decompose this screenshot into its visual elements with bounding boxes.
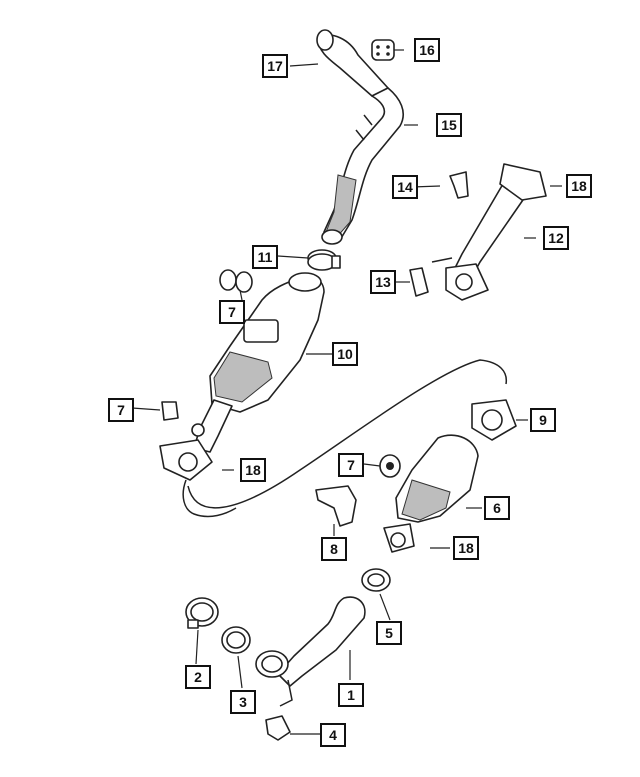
isolator-part-7-left <box>161 401 179 421</box>
isolator-part-7-top <box>219 269 253 293</box>
front-pipe-part-12 <box>431 163 547 301</box>
callout-1: 1 <box>338 683 364 707</box>
callout-4: 4 <box>320 723 346 747</box>
clamp-part-2 <box>185 597 219 629</box>
callout-5: 5 <box>376 621 402 645</box>
callout-10: 10 <box>332 342 358 366</box>
bracket-part-4 <box>265 715 291 741</box>
assembly-outline-left <box>182 479 237 518</box>
isolator-part-7-right <box>379 454 401 478</box>
gasket-part-5 <box>361 568 391 592</box>
callout-14: 14 <box>392 175 418 199</box>
intermediate-pipe-part-15 <box>321 87 404 245</box>
callout-8: 8 <box>321 537 347 561</box>
callout-13: 13 <box>370 270 396 294</box>
clamp-part-11 <box>307 249 341 271</box>
callout-18-right: 18 <box>453 536 479 560</box>
dpf-part-6 <box>383 434 479 553</box>
gasket-part-9 <box>471 399 517 441</box>
isolator-part-16 <box>371 39 395 61</box>
callout-3: 3 <box>230 690 256 714</box>
callout-7-top: 7 <box>219 300 245 324</box>
callout-6: 6 <box>484 496 510 520</box>
callout-16: 16 <box>414 38 440 62</box>
callout-2: 2 <box>185 665 211 689</box>
bracket-part-14 <box>449 171 469 199</box>
assembly-outline <box>187 359 508 509</box>
leader-lines <box>131 49 562 735</box>
callout-12: 12 <box>543 226 569 250</box>
callout-7-left: 7 <box>108 398 134 422</box>
callout-17: 17 <box>262 54 288 78</box>
bracket-part-8 <box>315 485 357 527</box>
gasket-part-3 <box>221 626 251 654</box>
callout-18-top: 18 <box>566 174 592 198</box>
callout-9: 9 <box>530 408 556 432</box>
callout-11: 11 <box>252 245 278 269</box>
catalyst-part-10 <box>191 272 325 453</box>
callout-7-right: 7 <box>338 453 364 477</box>
downpipe-part-1 <box>255 596 366 707</box>
flange-part-18-left <box>159 439 213 481</box>
hanger-part-13 <box>409 267 429 297</box>
callout-18-left: 18 <box>240 458 266 482</box>
callout-15: 15 <box>436 113 462 137</box>
tailpipe-part-17 <box>316 29 389 97</box>
